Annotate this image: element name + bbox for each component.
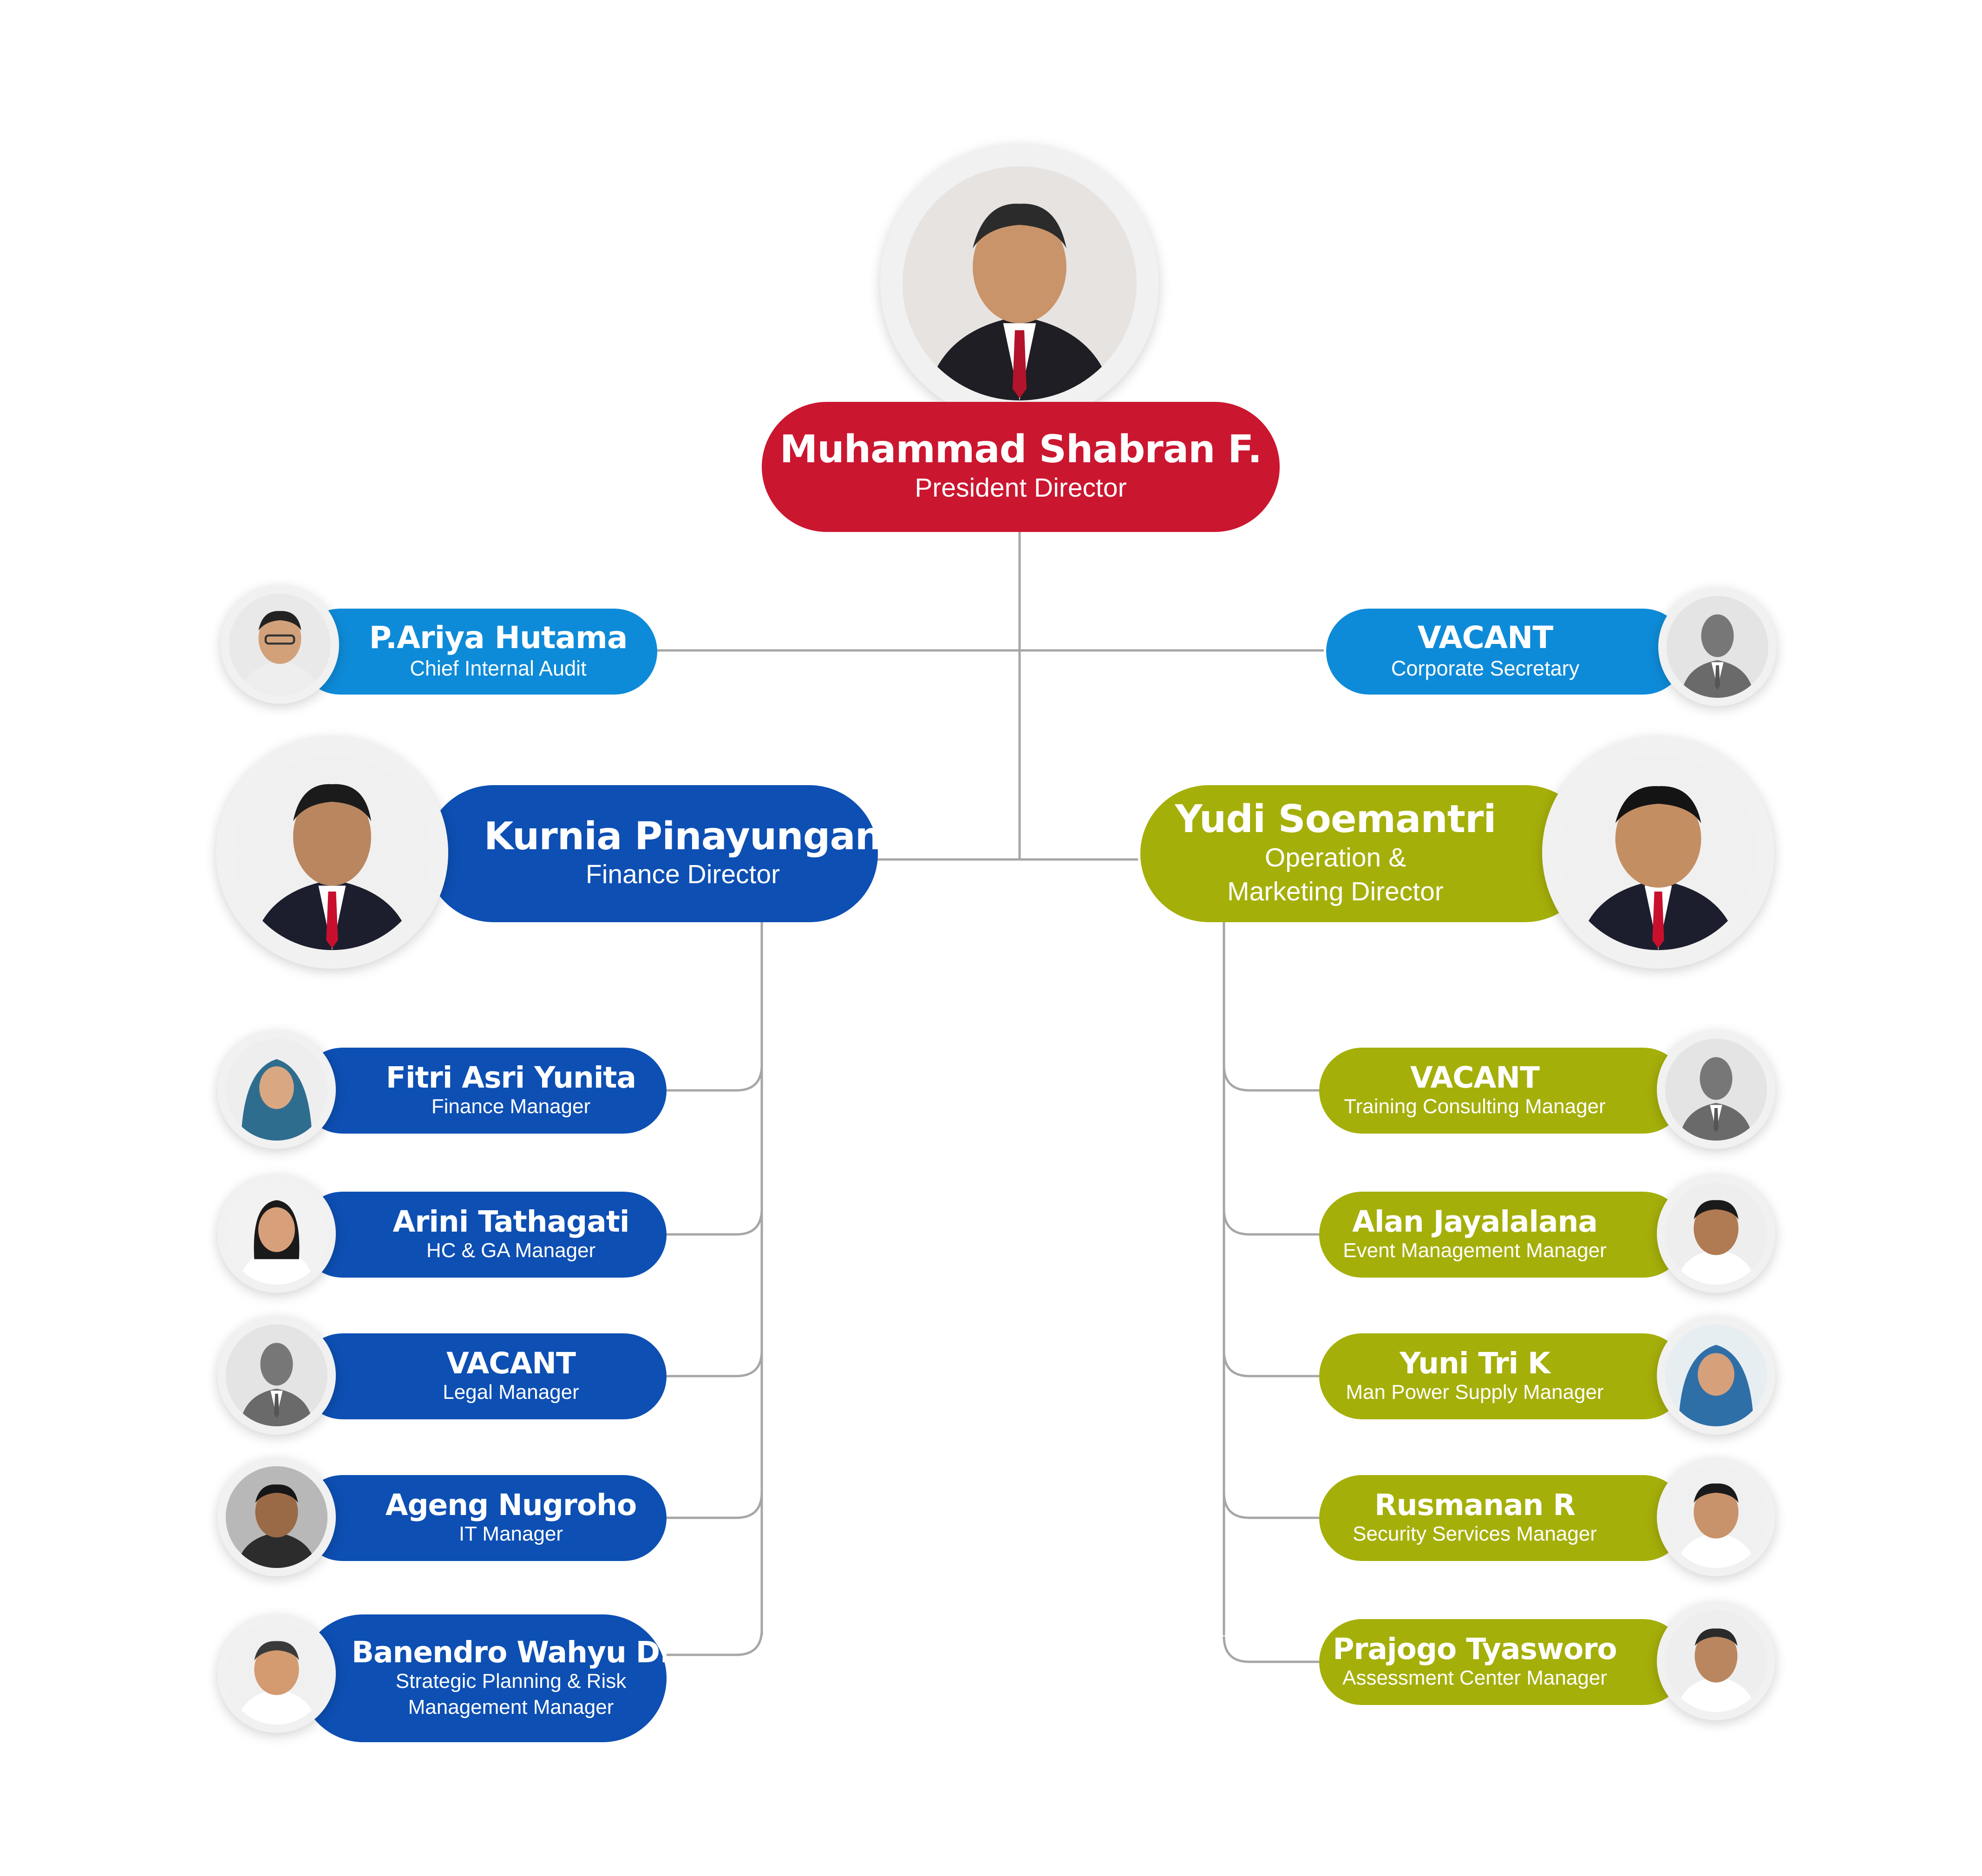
manager-avatar [1657,1174,1775,1293]
placeholder-person-icon [1667,596,1768,698]
photo-portrait-icon [1665,1325,1767,1426]
placeholder-person-icon [226,1325,327,1426]
manager-node-legal[interactable]: VACANT Legal Manager [300,1333,667,1419]
manager-connectors [667,1064,1319,1663]
photo-portrait-icon [903,166,1137,400]
manager-title: Man Power Supply Manager [1346,1380,1604,1404]
operation-manager-connector [1223,1636,1319,1663]
staff-avatar-internal-audit [221,585,339,704]
operation-manager-connector [1223,1064,1319,1092]
manager-node-hc-ga[interactable]: Arini Tathagati HC & GA Manager [300,1192,667,1278]
manager-title-line1: Strategic Planning & Risk [395,1669,627,1692]
finance-manager-connector [667,1350,763,1377]
finance-manager-connector [667,1208,763,1236]
manager-title: Training Consulting Manager [1344,1095,1606,1118]
manager-node-event-management[interactable]: Alan Jayalalana Event Management Manager [1319,1192,1686,1278]
president-node[interactable]: Muhammad Shabran F. President Director [762,402,1280,532]
photo-portrait-icon [235,755,430,950]
manager-title: Security Services Manager [1353,1522,1597,1545]
manager-name: Prajogo Tyasworo [1333,1632,1617,1666]
manager-node-it[interactable]: Ageng Nugroho IT Manager [300,1475,667,1561]
photo-portrait-icon [1561,755,1756,950]
manager-title: HC & GA Manager [426,1239,596,1262]
manager-name: Fitri Asri Yunita [386,1060,636,1095]
photo-portrait-icon [1665,1183,1767,1285]
director-title-line1: Operation & [1264,842,1406,872]
manager-name: VACANT [1410,1060,1540,1095]
finance-manager-connector [667,1492,763,1519]
manager-node-man-power-supply[interactable]: Yuni Tri K Man Power Supply Manager [1319,1333,1686,1419]
manager-name: Rusmanan R [1374,1488,1576,1522]
manager-avatar [217,1614,336,1733]
manager-node-strategic-planning[interactable]: Banendro Wahyu D. Strategic Planning & R… [300,1614,671,1742]
photo-portrait-icon [1665,1610,1767,1712]
manager-name: Yuni Tri K [1400,1346,1550,1380]
manager-avatar [1657,1030,1775,1149]
manager-avatar [217,1174,336,1293]
staff-name: P.Ariya Hutama [369,620,628,656]
president-name: Muhammad Shabran F. [779,427,1262,472]
manager-title: Legal Manager [443,1380,579,1404]
manager-node-training-consulting[interactable]: VACANT Training Consulting Manager [1319,1048,1686,1134]
finance-manager-connector [667,1064,763,1092]
operation-manager-connector [1223,1208,1319,1236]
manager-name: Banendro Wahyu D. [351,1635,671,1669]
staff-node-corporate-secretary[interactable]: VACANT Corporate Secretary [1326,609,1686,695]
manager-avatar [217,1316,336,1435]
president-avatar [880,144,1159,423]
director-node-operation[interactable]: Yudi Soemantri Operation & Marketing Dir… [1140,785,1593,922]
director-title: Finance Director [585,859,780,890]
director-name: Yudi Soemantri [1175,797,1496,842]
manager-name: Arini Tathagati [392,1204,630,1239]
manager-avatar [217,1458,336,1576]
manager-title: Finance Manager [431,1095,591,1118]
staff-title: Chief Internal Audit [410,656,587,680]
finance-manager-connector [667,1629,763,1656]
manager-avatar [1657,1458,1775,1576]
manager-title: Assessment Center Manager [1342,1666,1607,1689]
manager-title: IT Manager [458,1522,563,1545]
manager-avatar [217,1030,336,1149]
manager-node-assessment-center[interactable]: Prajogo Tyasworo Assessment Center Manag… [1319,1619,1686,1705]
manager-name: VACANT [446,1346,576,1380]
manager-avatar [1657,1316,1775,1435]
manager-title: Event Management Manager [1343,1239,1607,1262]
photo-portrait-icon [226,1466,327,1568]
staff-name: VACANT [1417,620,1553,656]
manager-name: Ageng Nugroho [385,1488,637,1522]
photo-portrait-icon [226,1039,327,1141]
operation-manager-connector [1223,1350,1319,1377]
staff-title: Corporate Secretary [1391,656,1580,680]
photo-portrait-icon [229,594,331,695]
manager-node-finance[interactable]: Fitri Asri Yunita Finance Manager [300,1048,667,1134]
director-name: Kurnia Pinayungan [484,814,882,859]
photo-portrait-icon [1665,1466,1767,1568]
placeholder-person-icon [1665,1039,1767,1141]
manager-avatar [1657,1602,1775,1720]
connector-lines [653,530,1324,1635]
photo-portrait-icon [226,1623,327,1725]
manager-title-line2: Management Manager [408,1696,614,1719]
president-title: President Director [915,472,1127,503]
director-avatar-finance [216,736,448,969]
director-avatar-operation [1542,736,1774,969]
operation-manager-connector [1223,1492,1319,1519]
director-node-finance[interactable]: Kurnia Pinayungan Finance Director [425,785,882,922]
manager-name: Alan Jayalalana [1352,1204,1598,1239]
manager-node-security-services[interactable]: Rusmanan R Security Services Manager [1319,1475,1686,1561]
staff-node-internal-audit[interactable]: P.Ariya Hutama Chief Internal Audit [297,609,657,695]
photo-portrait-icon [226,1183,327,1285]
staff-avatar-corporate-secretary [1658,588,1777,706]
director-title-line2: Marketing Director [1227,876,1444,906]
